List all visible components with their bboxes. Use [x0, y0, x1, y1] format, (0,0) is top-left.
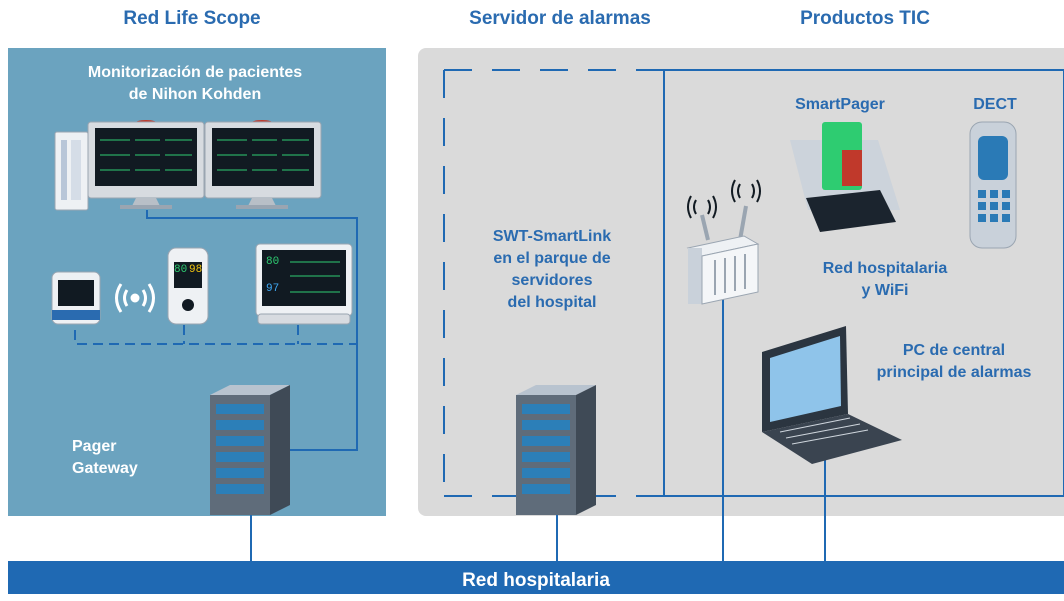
- bedside-monitor-icon: [255, 243, 353, 325]
- hospital-network-bar: Red hospitalaria: [8, 561, 1064, 594]
- handheld-monitor-icon: [167, 247, 209, 325]
- ict-products-box: [663, 69, 1064, 497]
- pager-gateway-server-icon: [210, 385, 290, 515]
- handheld-reading-b: 98: [189, 264, 203, 276]
- handheld-reading-a: 80: [174, 264, 188, 276]
- hospital-wifi-label: Red hospitalaria y WiFi: [822, 260, 948, 299]
- central-pc-label: PC de central principal de alarmas: [876, 342, 1032, 381]
- bedside-reading-a: 80: [266, 256, 280, 268]
- smartlink-label: SWT-SmartLink en el parque de servidores…: [492, 228, 612, 311]
- smartpager-phone-icon: [790, 122, 900, 232]
- dect-label: DECT: [973, 96, 1017, 113]
- header-productos-tic: Productos TIC: [800, 8, 930, 29]
- wifi-router-icon: [686, 205, 760, 305]
- wifi-signal-icon: [687, 179, 761, 219]
- patient-monitoring-title: Monitorización de pacientes de Nihon Koh…: [87, 64, 303, 103]
- monitor-connection-lines: [74, 210, 358, 451]
- central-monitor-1-icon: [87, 120, 205, 209]
- pager-gateway-label: Pager Gateway: [72, 438, 138, 477]
- header-red-life-scope: Red Life Scope: [123, 8, 261, 29]
- bedside-reading-c: 97: [266, 283, 280, 295]
- central-monitor-2-icon: [204, 120, 322, 209]
- monitor-tower-icon: [54, 131, 89, 211]
- portable-monitor-icon: [51, 271, 101, 325]
- dect-phone-icon: [969, 121, 1017, 249]
- smartlink-server-icon: [516, 385, 596, 515]
- wireless-signal-icon: [115, 283, 155, 313]
- network-uplinks: [250, 292, 826, 561]
- header-servidor-alarmas: Servidor de alarmas: [469, 8, 651, 29]
- smartpager-label: SmartPager: [795, 96, 885, 113]
- laptop-icon: [762, 326, 902, 464]
